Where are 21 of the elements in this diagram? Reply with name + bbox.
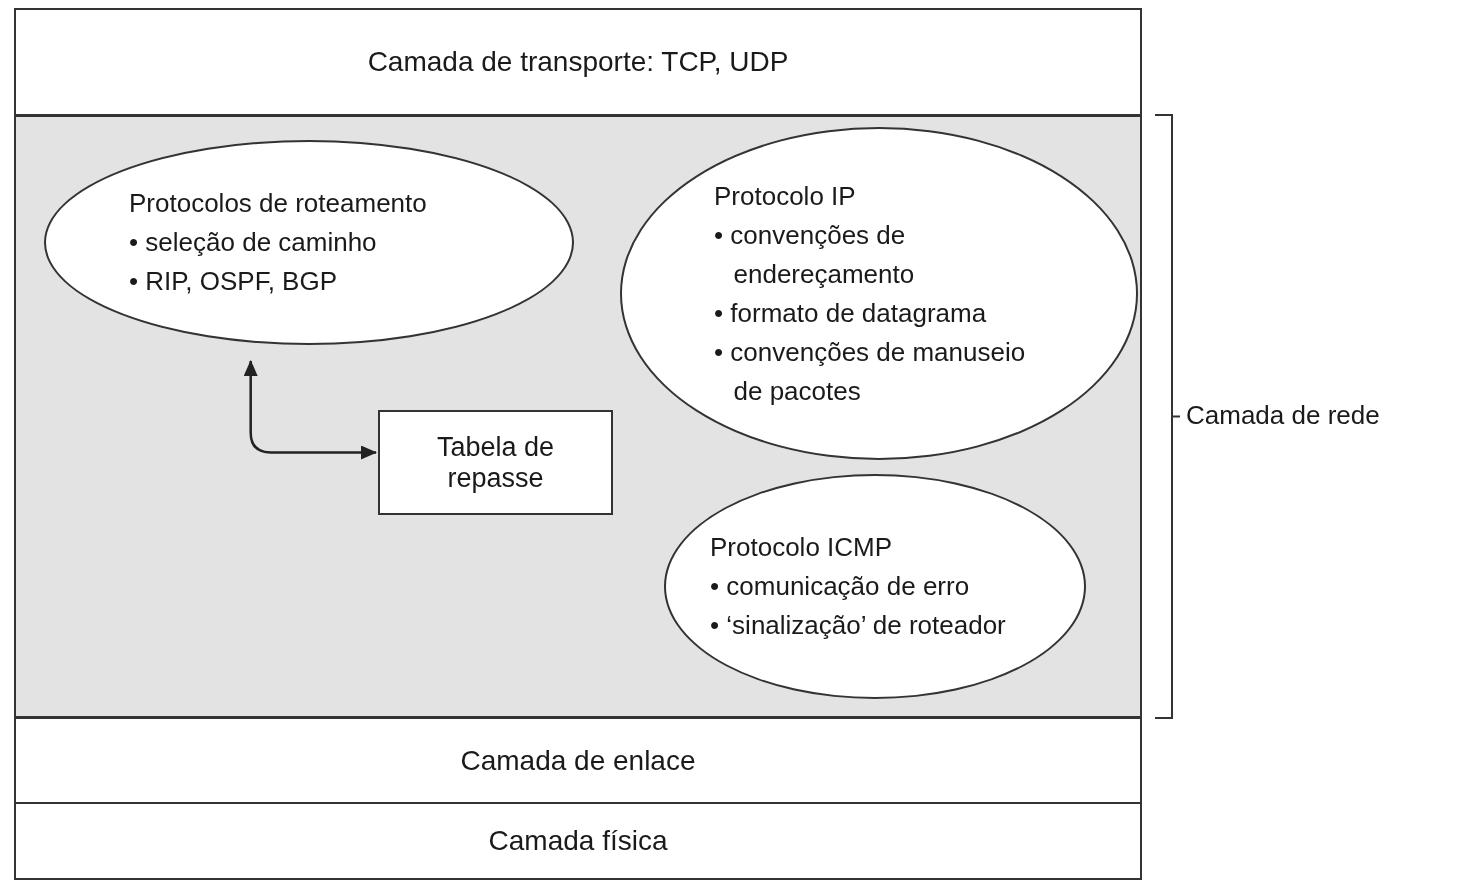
bullet-item: • formato de datagrama (714, 296, 988, 330)
protocol-heading: Protocolo ICMP (710, 531, 894, 564)
layer-label: Camada de transporte: TCP, UDP (367, 46, 789, 78)
bullet-item: • comunicação de erro (710, 570, 971, 603)
layer-band (14, 802, 1142, 880)
protocol-heading: Protocolo IP (714, 179, 857, 213)
network-layer-panel (14, 115, 1142, 718)
bullet-item: • convenções de manuseio de pacotes (714, 335, 1027, 408)
bullet-item: • RIP, OSPF, BGP (129, 265, 339, 298)
layer-label: Tabela de repasse (435, 431, 556, 494)
layer-label: Camada física (488, 825, 668, 857)
bullet-item: • seleção de caminho (129, 226, 378, 259)
layer-label: Camada de enlace (460, 744, 696, 777)
layer-band (14, 8, 1142, 116)
protocol-heading: Protocolos de roteamento (129, 187, 428, 220)
layer-label: Camada de rede (1186, 399, 1380, 431)
layer-band (14, 717, 1142, 804)
bullet-item: • convenções de endereçamento (714, 218, 916, 291)
table-box (378, 410, 613, 515)
double-arrow (243, 360, 377, 460)
bullet-item: • ‘sinalização’ de roteador (710, 609, 1007, 642)
